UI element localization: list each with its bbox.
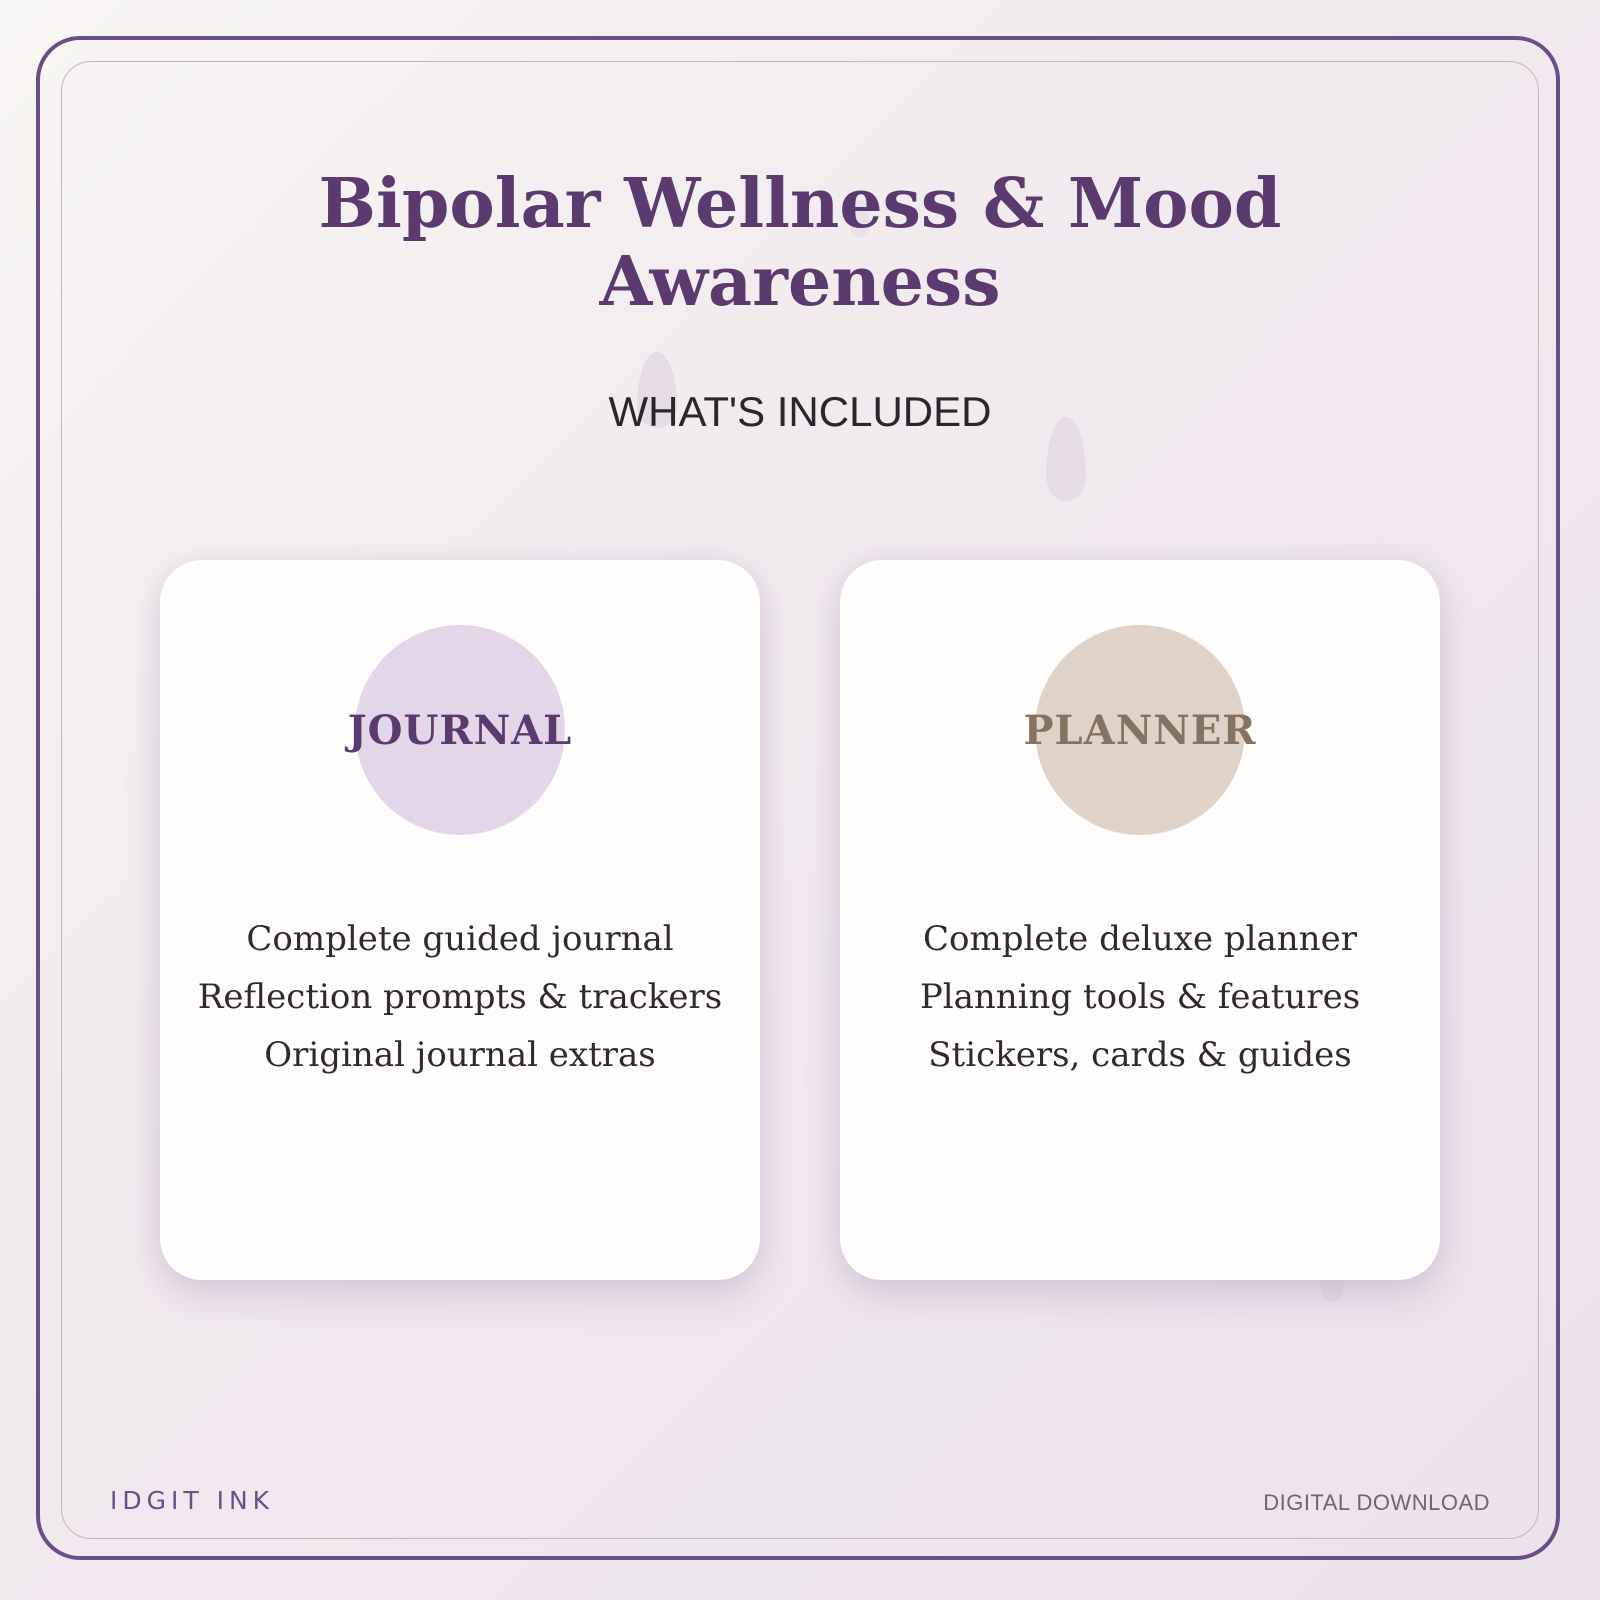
journal-card: JOURNAL Complete guided journal Reflecti… — [160, 560, 760, 1280]
journal-badge-label: JOURNAL — [347, 706, 573, 754]
journal-feature-list: Complete guided journal Reflection promp… — [160, 910, 760, 1084]
leaf-decoration — [1046, 417, 1086, 501]
inner-frame — [61, 61, 1539, 1539]
feature-item: Original journal extras — [264, 1035, 656, 1075]
planner-card: PLANNER Complete deluxe planner Planning… — [840, 560, 1440, 1280]
planner-badge-label: PLANNER — [1023, 706, 1257, 754]
download-tag: DIGITAL DOWNLOAD — [1263, 1490, 1490, 1515]
section-heading: WHAT'S INCLUDED — [608, 388, 992, 435]
feature-item: Planning tools & features — [919, 977, 1361, 1017]
planner-feature-list: Complete deluxe planner Planning tools &… — [840, 910, 1440, 1084]
planner-badge: PLANNER — [1023, 625, 1256, 835]
feature-item: Complete guided journal — [246, 919, 674, 959]
feature-item: Complete deluxe planner — [923, 919, 1357, 959]
feature-item: Stickers, cards & guides — [928, 1035, 1352, 1075]
outer-frame — [36, 36, 1560, 1560]
page-title: Bipolar Wellness & Mood Awareness — [318, 164, 1282, 322]
feature-item: Reflection prompts & trackers — [197, 977, 723, 1017]
leaf-decoration — [637, 352, 677, 428]
brand-name: IDGIT INK — [110, 1486, 275, 1515]
leaf-decoration — [850, 200, 870, 238]
journal-badge: JOURNAL — [348, 625, 571, 835]
